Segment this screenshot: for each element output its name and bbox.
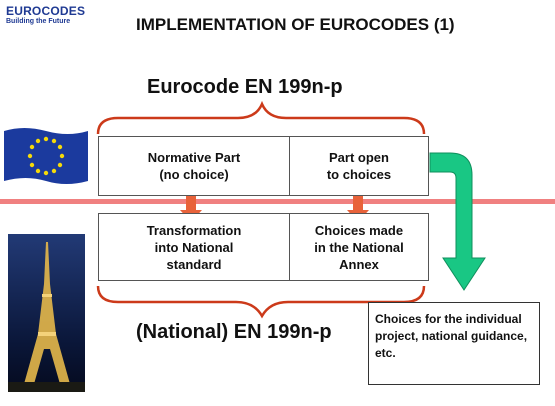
part-open-label: Part open to choices: [326, 150, 392, 182]
part-open-box: Part open to choices: [289, 136, 429, 196]
transformation-label: Transformation into National standard: [146, 222, 242, 272]
logo-title: EUROCODES: [6, 4, 86, 18]
bottom-heading: (National) EN 199n-p: [136, 321, 332, 343]
eurocodes-logo: EUROCODES Building the Future: [6, 5, 85, 26]
slide-title: IMPLEMENTATION OF EUROCODES (1): [136, 15, 455, 34]
normative-part-box: Normative Part (no choice): [98, 136, 290, 196]
national-annex-box: Choices made in the National Annex: [289, 213, 429, 281]
red-divider-line: [0, 199, 555, 204]
bottom-brace: [96, 285, 426, 319]
eiffel-tower-photo: [8, 234, 85, 392]
eu-flag-image: [4, 128, 88, 184]
national-annex-label: Choices made in the National Annex: [314, 222, 404, 272]
top-brace: [96, 100, 426, 135]
transformation-box: Transformation into National standard: [98, 213, 290, 281]
normative-part-label: Normative Part (no choice): [147, 150, 241, 182]
top-heading: Eurocode EN 199n-p: [147, 76, 343, 98]
green-arrow: [429, 152, 486, 291]
choices-note-box: Choices for the individual project, nati…: [368, 302, 540, 385]
choices-note-text: Choices for the individual project, nati…: [375, 312, 528, 360]
logo-subtitle: Building the Future: [6, 18, 71, 25]
